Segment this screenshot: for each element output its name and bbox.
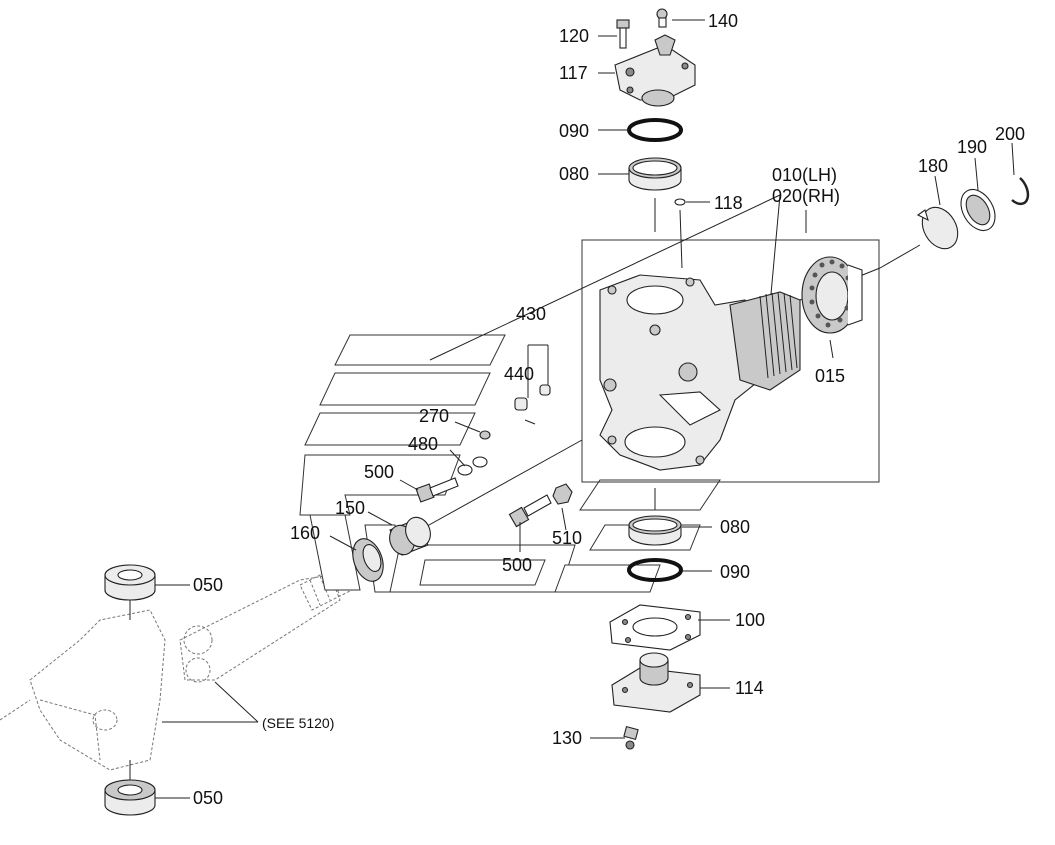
callout-100: 100 [735,610,765,630]
callout-050-top: 050 [193,575,223,595]
callout-440: 440 [504,364,534,384]
housing-frame [581,239,880,483]
callout-480: 480 [408,434,438,454]
bolt-120 [616,19,630,49]
callout-050-bottom: 050 [193,788,223,808]
callout-020: 020(RH) [772,186,840,206]
grease-nipple-140 [656,8,668,28]
top-cap-117 [614,34,696,107]
callout-200: 200 [995,124,1025,144]
bushing-080-top [628,157,682,191]
callout-015: 015 [815,366,845,386]
callout-080-bottom: 080 [720,517,750,537]
shim-100 [609,604,701,651]
bearing-015 [801,256,863,334]
bearing-050-top [104,564,156,601]
nut-510 [552,483,573,505]
callout-010: 010(LH) [772,165,837,185]
bolt-500-center [508,494,552,528]
lower-cap-114 [611,652,701,713]
seal-160 [352,538,384,582]
callout-160: 160 [290,523,320,543]
callout-430: 430 [516,304,546,324]
callout-114: 114 [735,678,764,698]
callout-270: 270 [419,406,449,426]
callout-150: 150 [335,498,365,518]
callout-190: 190 [957,137,987,157]
callout-090-bottom: 090 [720,562,750,582]
callout-500-center: 500 [502,555,532,575]
oring-118 [674,198,686,206]
washers-480 [457,456,488,476]
bearing-050-bottom [104,779,156,816]
bolt-500-left [415,477,459,503]
ghost-axle-housing [0,574,341,771]
callout-500-left: 500 [364,462,394,482]
callout-090-top: 090 [559,121,589,141]
callout-117: 117 [559,63,588,83]
o-ring-090-bottom [627,558,683,582]
callout-510: 510 [552,528,582,548]
grease-nipple-130 [623,725,639,750]
bushing-080-bottom [628,515,682,546]
callout-140: 140 [708,11,738,31]
see-reference: (SEE 5120) [262,715,334,731]
seal-190 [960,188,996,232]
leader-lines-main [419,194,921,531]
knuckle-housing [599,274,801,471]
o-ring-090-top [627,118,683,142]
callout-180: 180 [918,156,948,176]
callout-labels: 120 140 117 090 080 118 010(LH) 020(RH) … [193,11,1025,808]
bushing-150 [389,516,431,556]
callout-118: 118 [714,193,743,213]
callout-leaders [129,19,1015,799]
thrust-washer-180 [916,206,959,250]
callout-130: 130 [552,728,582,748]
plate-outlines [299,334,721,593]
nut-270 [479,430,491,440]
callout-080-top: 080 [559,164,589,184]
dowel-pins-440 [514,384,551,425]
callout-120: 120 [559,26,589,46]
snap-ring-200 [1011,177,1030,206]
